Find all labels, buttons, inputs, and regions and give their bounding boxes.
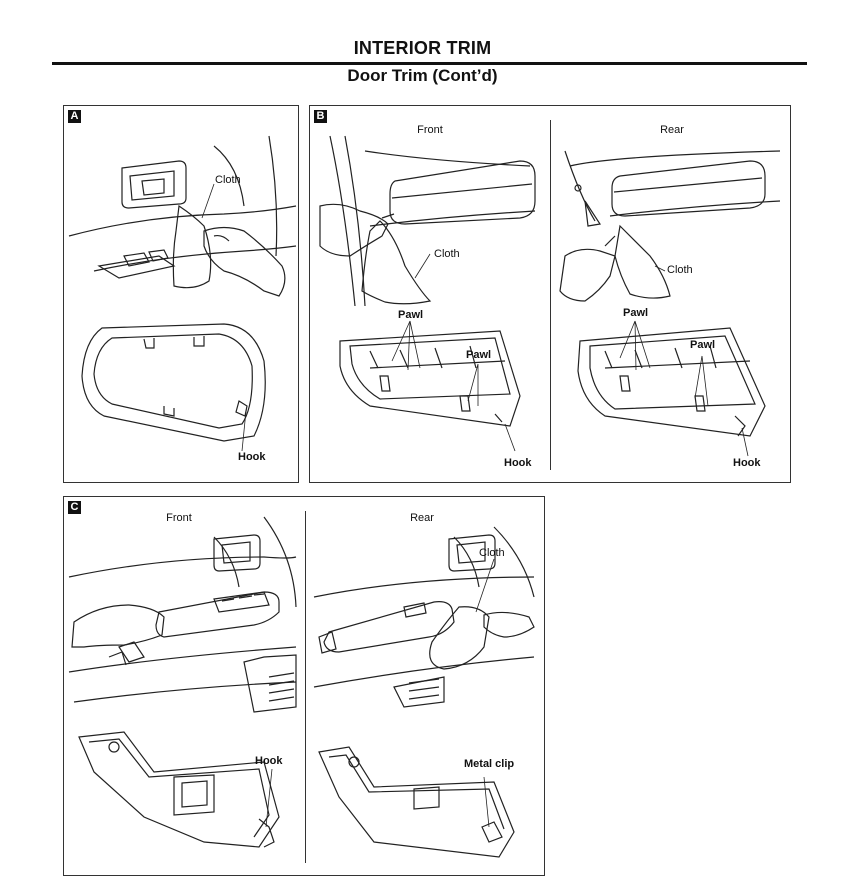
panel-c-front-hook-label: Hook xyxy=(255,755,283,767)
panel-b-rear-pawl-2-label: Pawl xyxy=(690,339,716,351)
title-rule xyxy=(52,62,807,65)
panel-c-rear-metal-clip-label: Metal clip xyxy=(464,758,515,770)
panel-c-illustration xyxy=(68,516,535,858)
page-title: INTERIOR TRIM xyxy=(353,38,492,58)
panel-b-front-label: Front xyxy=(417,124,443,136)
panel-a-cloth-label: Cloth xyxy=(215,174,241,186)
panel-b-rear-label: Rear xyxy=(660,124,684,136)
panel-b-divider xyxy=(550,120,551,470)
panel-c-divider xyxy=(305,511,306,863)
panel-c-rear-cloth-label: Cloth xyxy=(479,547,505,559)
panel-b: B Front Rear xyxy=(309,105,791,483)
page-subtitle: Door Trim (Cont’d) xyxy=(347,66,498,85)
panel-c-front-label: Front xyxy=(166,512,192,524)
panel-c-badge: C xyxy=(68,501,81,514)
panel-a-illustration xyxy=(68,135,297,452)
panel-a-badge: A xyxy=(68,110,81,123)
panel-b-front-cloth-label: Cloth xyxy=(434,248,460,260)
panel-b-front-hook-label: Hook xyxy=(504,457,532,469)
panel-b-rear-cloth-label: Cloth xyxy=(667,264,693,276)
panel-b-badge: B xyxy=(314,110,327,123)
panel-b-illustration xyxy=(319,135,781,457)
panel-b-rear-pawl-1-label: Pawl xyxy=(623,307,649,319)
panel-b-rear-hook-label: Hook xyxy=(733,457,761,469)
panel-a-hook-label: Hook xyxy=(238,451,266,463)
panel-c-rear-label: Rear xyxy=(410,512,434,524)
panel-a: A Cloth Hook xyxy=(63,105,299,483)
panel-b-front-pawl-2-label: Pawl xyxy=(466,349,492,361)
panel-b-front-pawl-1-label: Pawl xyxy=(398,309,424,321)
panel-c: C Front Rear xyxy=(63,496,545,876)
